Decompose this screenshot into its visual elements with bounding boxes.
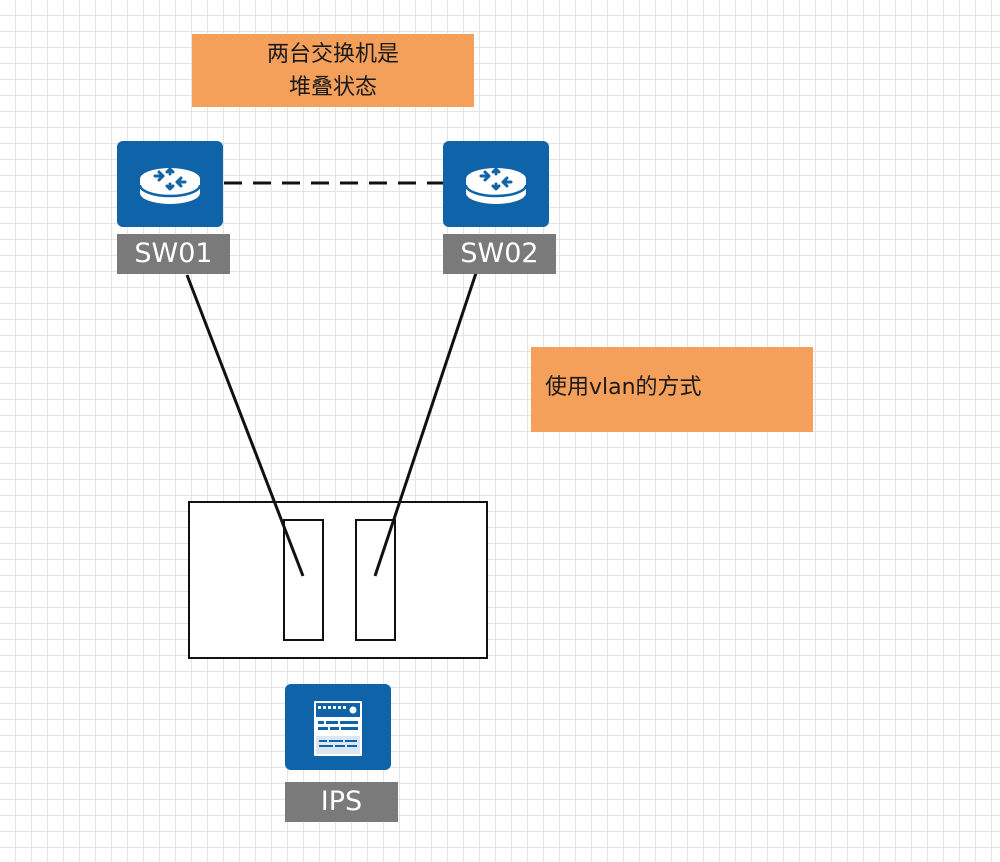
note-stack-status: 两台交换机是 堆叠状态 (192, 34, 474, 107)
router-icon (138, 167, 202, 204)
router-icon (464, 167, 528, 204)
note-vlan-text: 使用vlan的方式 (545, 375, 702, 400)
ips-chassis-frame (188, 501, 488, 659)
ips-device[interactable] (285, 684, 391, 770)
link-sw02-to-ips (373, 254, 484, 577)
note-stack-line2: 堆叠状态 (288, 75, 377, 100)
switch-sw02-label: SW02 (443, 234, 556, 274)
ips-device-label: IPS (285, 782, 398, 822)
link-sw01-to-ips (185, 274, 305, 577)
switch-sw01-label: SW01 (117, 234, 230, 274)
switch-sw02[interactable] (443, 141, 549, 227)
note-stack-line1: 两台交换机是 (266, 42, 399, 67)
switch-sw01[interactable] (117, 141, 223, 227)
note-vlan-method: 使用vlan的方式 (531, 347, 813, 432)
ips-appliance-icon (314, 701, 362, 756)
